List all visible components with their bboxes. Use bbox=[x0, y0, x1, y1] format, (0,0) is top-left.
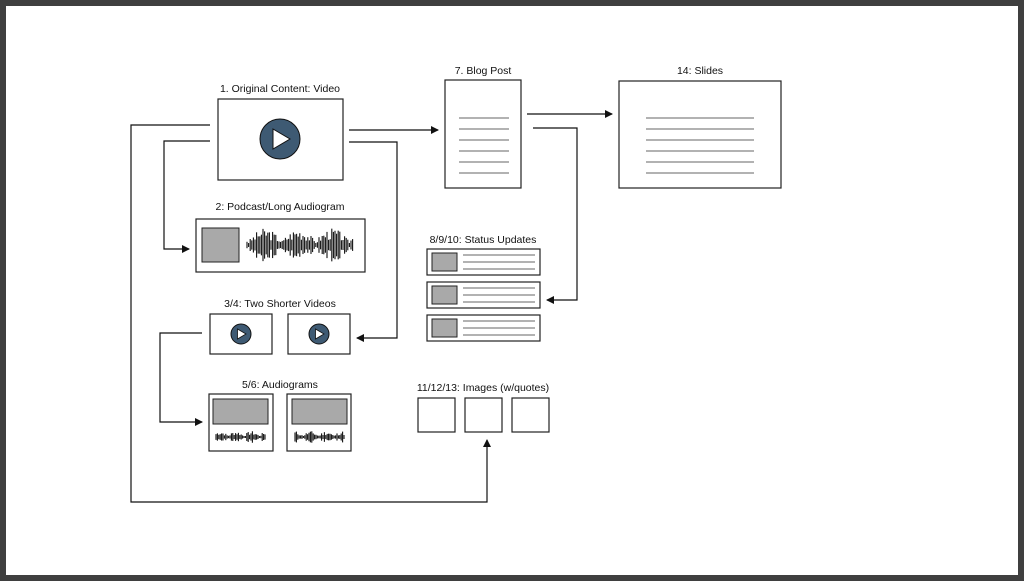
audiogram-1-thumbnail bbox=[212, 398, 269, 425]
node-label-audiograms: 5/6: Audiograms bbox=[242, 379, 318, 391]
waveform-icon bbox=[294, 431, 345, 443]
status-update-2 bbox=[426, 281, 541, 309]
edge-blog-post-to-status-updates bbox=[533, 127, 578, 304]
audiogram-2-thumbnail bbox=[291, 398, 348, 425]
edge-video-to-shorter-videos bbox=[349, 141, 398, 342]
play-icon bbox=[308, 323, 330, 345]
node-label-blog-post: 7. Blog Post bbox=[455, 65, 512, 77]
image-quote-3 bbox=[511, 397, 550, 433]
node-label-podcast: 2: Podcast/Long Audiogram bbox=[215, 201, 344, 213]
waveform-icon bbox=[215, 431, 266, 443]
slides-box bbox=[618, 80, 782, 189]
slides-text-lines bbox=[646, 117, 754, 174]
node-label-slides: 14: Slides bbox=[677, 65, 723, 77]
edge-video-to-images bbox=[130, 124, 491, 503]
edge-shorter-videos-to-audiograms bbox=[159, 332, 203, 426]
status-update-1 bbox=[426, 248, 541, 276]
node-label-original-video: 1. Original Content: Video bbox=[220, 83, 340, 95]
play-icon bbox=[259, 118, 301, 160]
image-quote-1 bbox=[417, 397, 456, 433]
node-label-shorter-videos: 3/4: Two Shorter Videos bbox=[224, 298, 336, 310]
podcast-thumbnail bbox=[201, 227, 240, 263]
node-label-status-updates: 8/9/10: Status Updates bbox=[430, 234, 537, 246]
blog-post-text-lines bbox=[459, 117, 509, 174]
image-quote-2 bbox=[464, 397, 503, 433]
play-icon bbox=[230, 323, 252, 345]
node-label-images: 11/12/13: Images (w/quotes) bbox=[417, 382, 549, 394]
status-update-3 bbox=[426, 314, 541, 342]
waveform-icon bbox=[246, 228, 354, 262]
blog-post-box bbox=[444, 79, 522, 189]
edge-video-to-podcast bbox=[163, 140, 210, 253]
